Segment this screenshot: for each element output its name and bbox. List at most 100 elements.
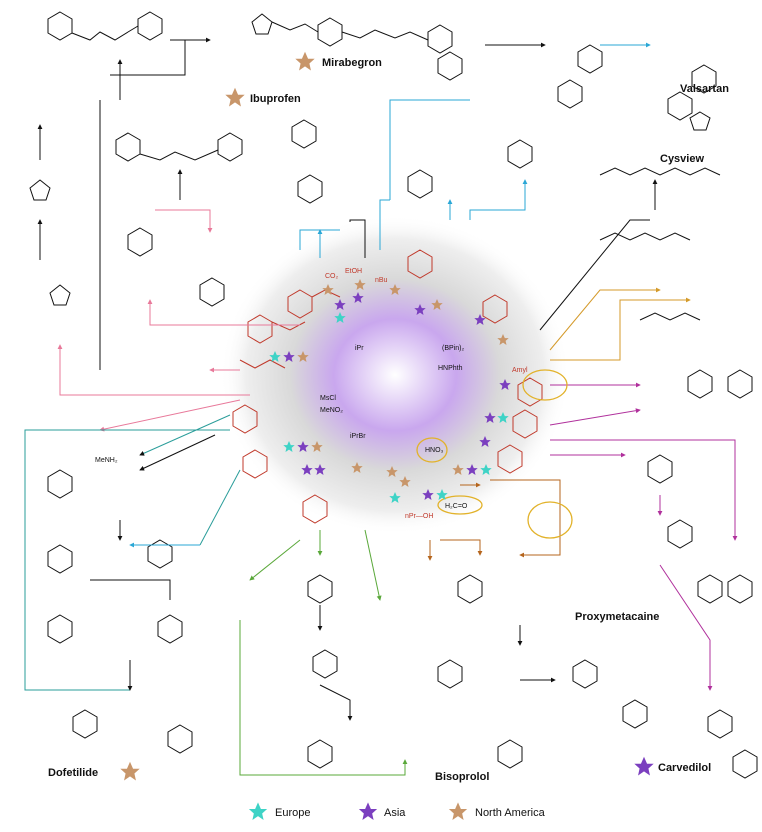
- star-europe: [436, 489, 448, 500]
- benzene-ring: [167, 724, 193, 754]
- benzene-ring: [47, 469, 73, 499]
- benzene-ring: [691, 64, 717, 94]
- molecule-structures: [29, 11, 758, 779]
- reagent-hno3: HNO₃: [425, 447, 444, 454]
- star-asia: [484, 412, 496, 423]
- star-europe: [389, 492, 401, 503]
- benzene-ring: [667, 91, 693, 121]
- region-stars: [269, 279, 511, 503]
- benzene-ring: [457, 574, 483, 604]
- benzene-ring: [47, 544, 73, 574]
- thiazole-ring: [251, 13, 273, 35]
- benzene-ring: [622, 699, 648, 729]
- benzene-ring: [307, 574, 333, 604]
- benzene-ring: [732, 749, 758, 779]
- thiazole-ring: [29, 179, 51, 201]
- legend-label-europe: Europe: [275, 807, 310, 819]
- star-namerica: [351, 462, 363, 473]
- benzene-ring: [557, 79, 583, 109]
- legend-star-europe: [248, 802, 268, 820]
- highlight-ovals: [416, 369, 573, 539]
- benzene-ring: [147, 539, 173, 569]
- reagent-co2: CO₂: [325, 273, 339, 280]
- star-namerica: [386, 466, 398, 477]
- star-asia: [334, 299, 346, 310]
- drug-label-bisoprolol: Bisoprolol: [435, 771, 489, 783]
- drug-label-proxymetacaine: Proxymetacaine: [575, 611, 659, 623]
- reagent-menh2: MeNH₂: [95, 457, 118, 464]
- star-asia: [479, 436, 491, 447]
- guaiacol-ring: [497, 444, 523, 474]
- phenol-ring: [242, 449, 268, 479]
- star-namerica: [497, 334, 509, 345]
- cyclohexanone-ring: [727, 369, 753, 399]
- star-europe: [334, 312, 346, 323]
- benzene-ring: [507, 139, 533, 169]
- tyrosine-aldehyde-ring: [407, 249, 433, 279]
- carvedilol-star: [634, 756, 654, 776]
- tetrazole-ring: [689, 111, 711, 131]
- star-namerica: [399, 476, 411, 487]
- legend-star-asia: [358, 802, 378, 820]
- benzene-ring: [687, 369, 713, 399]
- reagent-mscl: MsCl: [320, 395, 336, 402]
- benzene-ring: [47, 11, 73, 41]
- benzene-ring: [217, 132, 243, 162]
- anthranilic-ring: [482, 294, 508, 324]
- reagent-bpin2: (BPin)₂: [442, 345, 464, 352]
- benzene-ring: [297, 174, 323, 204]
- benzene-ring: [317, 17, 343, 47]
- benzene-ring: [291, 119, 317, 149]
- reagent-hnphth: HNPhth: [438, 365, 463, 372]
- aniline-ring: [517, 377, 543, 407]
- star-asia: [297, 441, 309, 452]
- star-asia: [474, 314, 486, 325]
- star-europe: [480, 464, 492, 475]
- star-asia: [314, 464, 326, 475]
- thiazole-ring: [49, 284, 71, 306]
- benzene-ring: [572, 659, 598, 689]
- benzene-ring: [307, 739, 333, 769]
- benzene-ring: [115, 132, 141, 162]
- star-namerica: [389, 284, 401, 295]
- resorcinol-ring: [512, 409, 538, 439]
- benzene-ring: [127, 227, 153, 257]
- star-asia: [414, 304, 426, 315]
- star-asia: [352, 292, 364, 303]
- star-asia: [422, 489, 434, 500]
- drug-label-carvedilol: Carvedilol: [658, 762, 711, 774]
- legend-star-namerica: [448, 802, 468, 820]
- benzene-ring: [647, 454, 673, 484]
- mirabegron-star: [295, 51, 315, 71]
- reaction-arrows: [24, 37, 738, 776]
- benzene-ring: [157, 614, 183, 644]
- reagent-nbu: nBu: [375, 277, 388, 284]
- benzene-ring: [427, 24, 453, 54]
- benzene-ring: [47, 614, 73, 644]
- star-asia: [466, 464, 478, 475]
- star-asia: [283, 351, 295, 362]
- star-namerica: [452, 464, 464, 475]
- star-namerica: [297, 351, 309, 362]
- reagent-iprbr: iPrBr: [350, 433, 366, 440]
- benzene-ring: [137, 11, 163, 41]
- star-namerica: [322, 284, 334, 295]
- starting-materials: [232, 249, 543, 524]
- drug-label-valsartan: Valsartan: [680, 83, 729, 95]
- legend-label-namerica: North America: [475, 807, 546, 819]
- phenylethanol-ring: [232, 404, 258, 434]
- star-europe: [269, 351, 281, 362]
- reagent-ipr: iPr: [355, 345, 364, 352]
- ibuprofen-star: [225, 87, 245, 107]
- benzene-ring: [312, 649, 338, 679]
- star-asia: [301, 464, 313, 475]
- reagent-amyl: Amyl: [512, 367, 528, 374]
- reagent-meno2: MeNO₂: [320, 407, 343, 414]
- drug-label-mirabegron: Mirabegron: [322, 57, 382, 69]
- dofetilide-star: [120, 761, 140, 781]
- legend: Europe Asia North America: [248, 802, 546, 820]
- star-namerica: [311, 441, 323, 452]
- reagent-h2co: H₂C=O: [445, 503, 468, 510]
